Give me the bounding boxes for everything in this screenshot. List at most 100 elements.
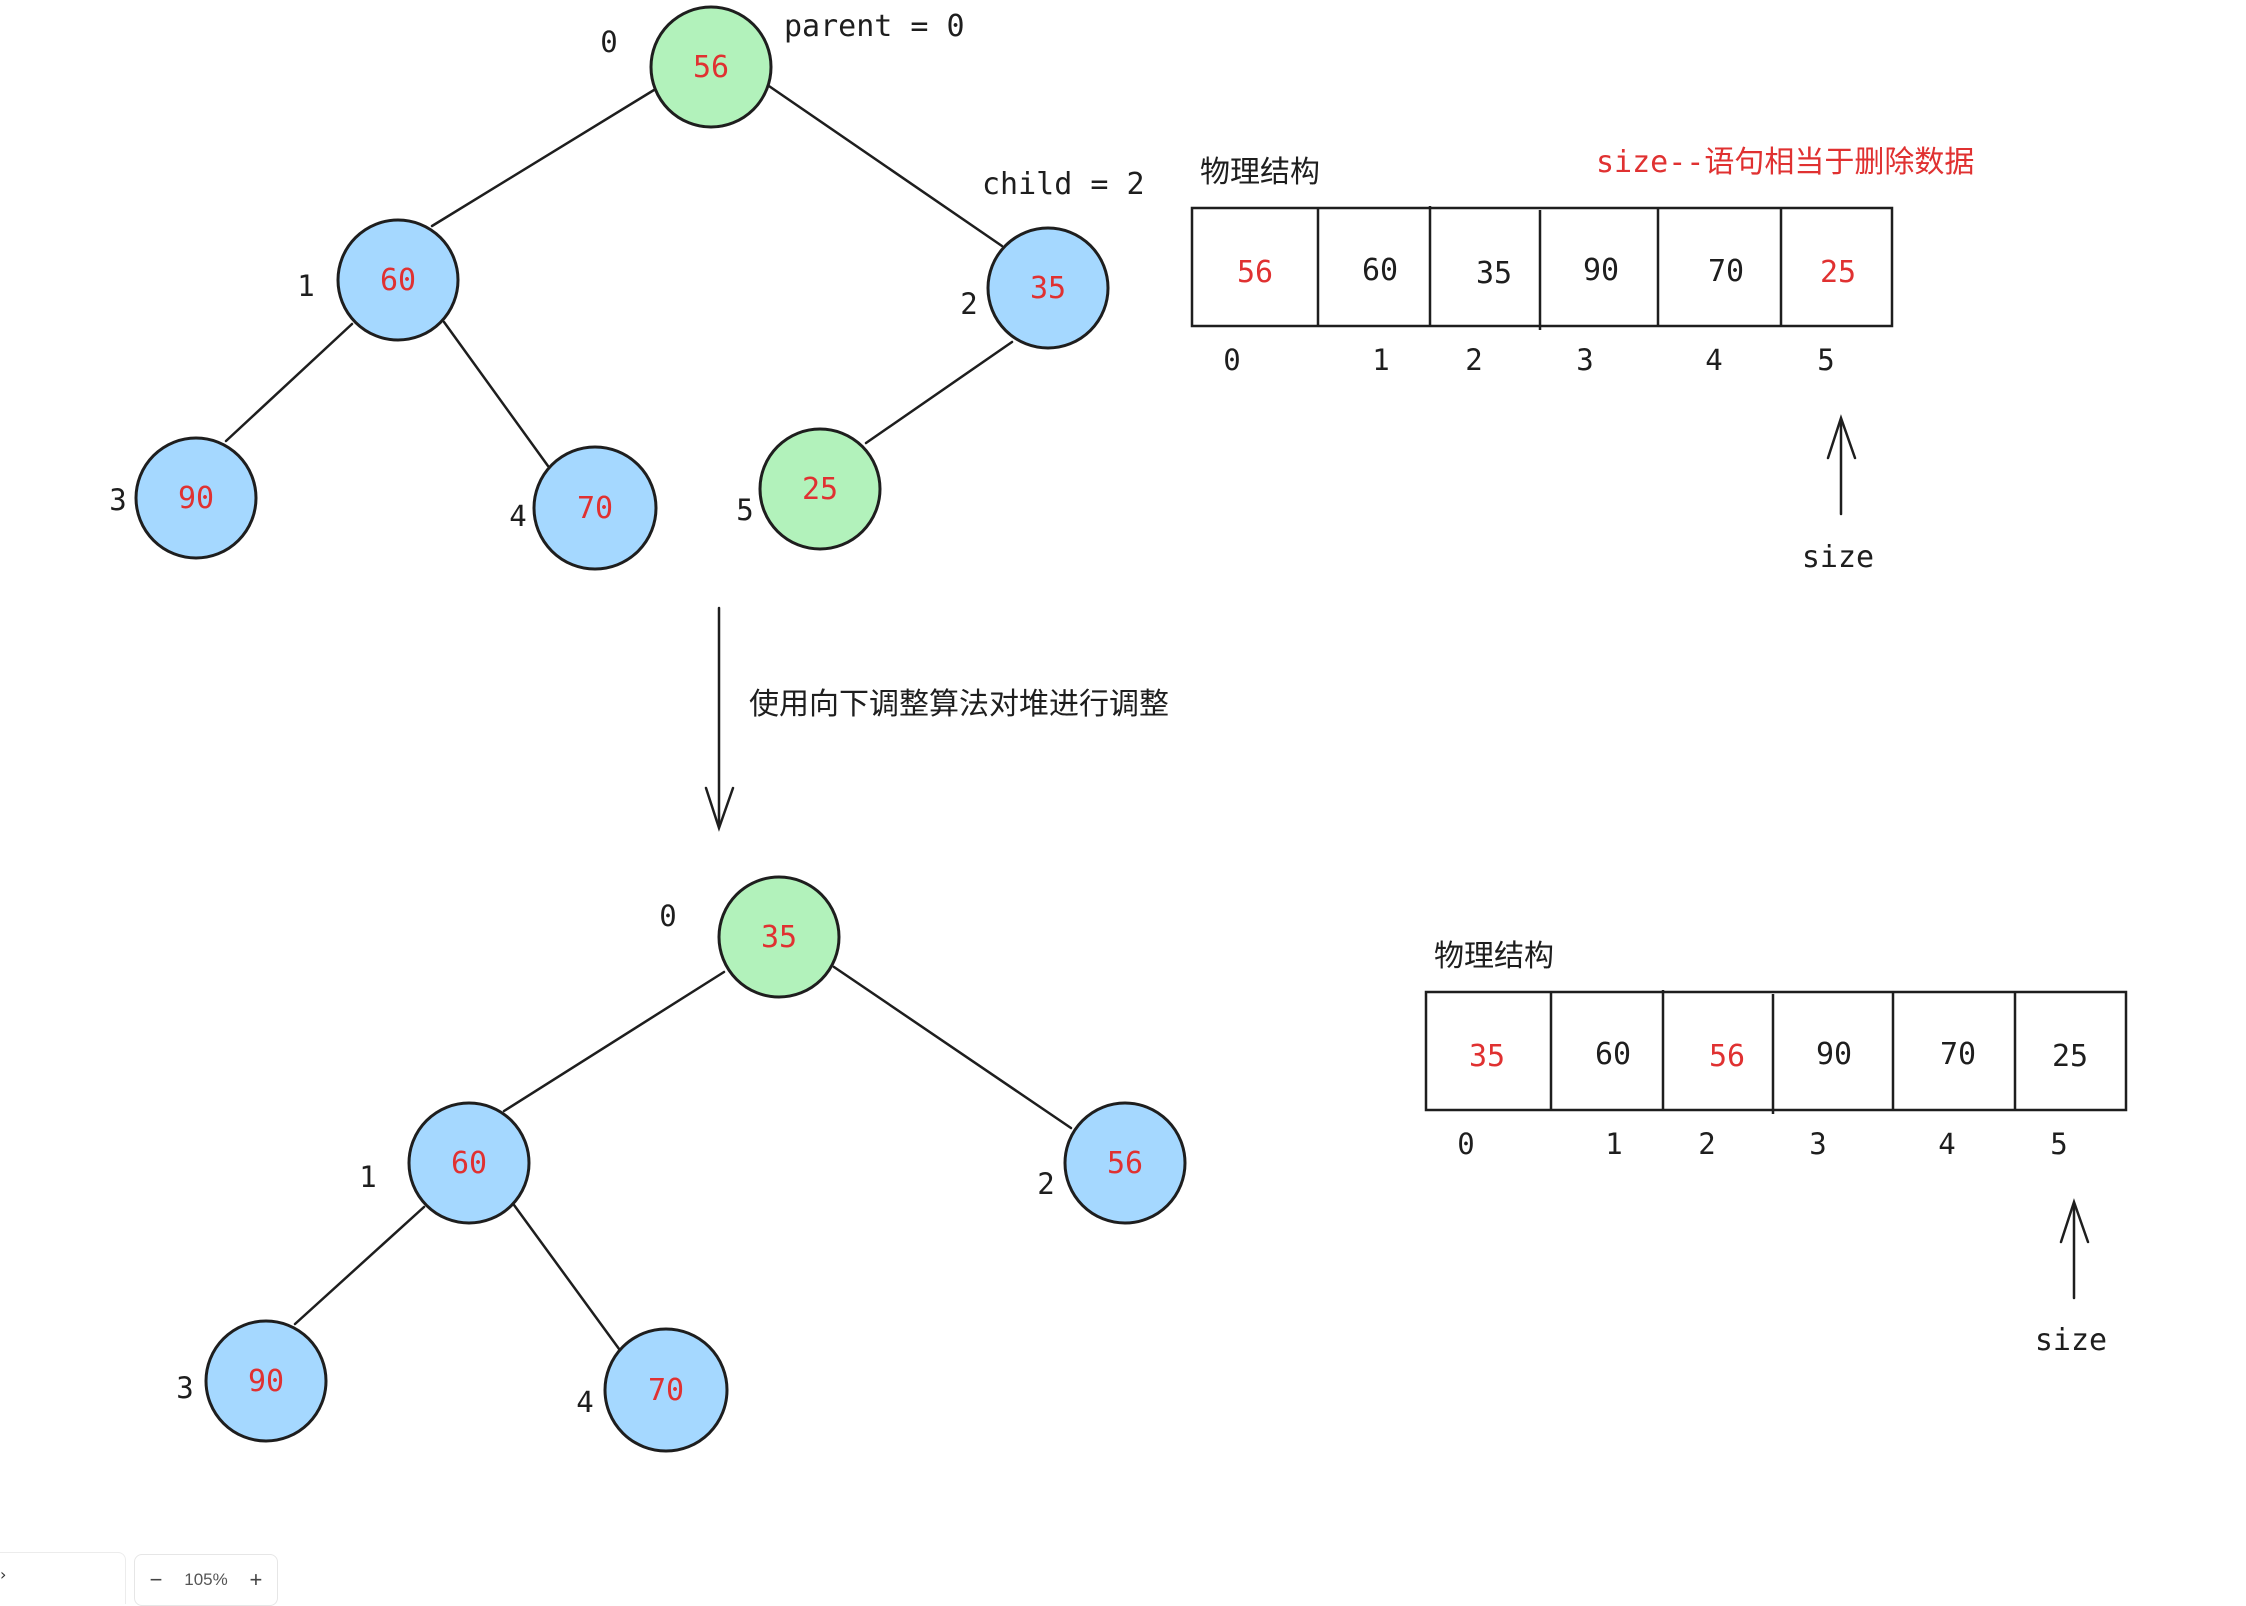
- array-index: 2: [1465, 343, 1482, 377]
- zoom-out-button[interactable]: −: [149, 1567, 163, 1592]
- node-index: 2: [960, 287, 977, 321]
- top-tree-node-0: 56 0: [600, 5, 773, 129]
- size-pointer-label-top: size: [1802, 540, 1874, 575]
- array-index: 1: [1372, 343, 1389, 377]
- edge-0-1: [430, 88, 656, 228]
- size-pointer-bottom: [2059, 1198, 2090, 1300]
- bottom-array: [1424, 990, 2128, 1114]
- array-cell-value: 35: [1469, 1039, 1505, 1074]
- array-index: 3: [1576, 343, 1593, 377]
- menu-chevron-icon: ›: [0, 1565, 7, 1584]
- array-cell-value: 60: [1362, 253, 1398, 288]
- size-note: size--语句相当于删除数据: [1596, 145, 1974, 180]
- top-tree-node-2: 35 2: [960, 226, 1110, 350]
- size-note-suffix: 语句相当于删除数据: [1704, 145, 1974, 180]
- array-cell-value: 90: [1583, 253, 1619, 288]
- node-value: 35: [761, 920, 797, 955]
- node-index: 2: [1037, 1167, 1054, 1201]
- tree-node-circle: [204, 1319, 328, 1443]
- edge-0-2: [832, 965, 1073, 1130]
- node-value: 60: [380, 263, 416, 298]
- top-tree-node-1: 60 1: [297, 218, 460, 342]
- tree-node-circle: [336, 218, 460, 342]
- bottom-tree-node-2: 56 2: [1037, 1101, 1187, 1225]
- arrow-head: [1826, 414, 1857, 460]
- bottom-tree-node-0: 35 0: [659, 875, 841, 999]
- array-index: 2: [1698, 1127, 1715, 1161]
- node-value: 90: [178, 481, 214, 516]
- node-index: 4: [509, 499, 526, 533]
- size-pointer-top: [1826, 414, 1857, 516]
- node-index: 5: [736, 493, 753, 527]
- node-index: 3: [109, 483, 126, 517]
- main-menu-stub[interactable]: ›: [0, 1552, 126, 1604]
- array-cell-value: 60: [1595, 1037, 1631, 1072]
- size-pointer-label-bottom: size: [2035, 1323, 2107, 1358]
- bottom-tree-node-1: 60 1: [359, 1101, 531, 1225]
- top-tree-node-4: 70 4: [509, 445, 658, 571]
- edge-0-2: [764, 82, 1004, 248]
- tree-node-circle: [407, 1101, 531, 1225]
- array-cell-value: 90: [1816, 1037, 1852, 1072]
- array-cell-value: 70: [1708, 254, 1744, 289]
- bottom-array-values: 35 60 56 90 70 25: [1469, 1037, 2088, 1074]
- node-index: 1: [359, 1160, 376, 1194]
- array-index: 5: [2050, 1127, 2067, 1161]
- bottom-tree-edges: [293, 965, 1073, 1355]
- array-cell-value: 56: [1237, 255, 1273, 290]
- node-value: 70: [648, 1373, 684, 1408]
- edge-1-3: [224, 322, 354, 443]
- top-array-values: 56 60 35 90 70 25: [1237, 253, 1856, 291]
- tree-node-circle: [758, 427, 882, 551]
- top-tree-node-3: 90 3: [109, 436, 258, 560]
- tree-node-circle: [649, 5, 773, 129]
- node-index: 3: [176, 1371, 193, 1405]
- child-label: child = 2: [982, 167, 1145, 202]
- array-cell-value: 35: [1476, 256, 1512, 291]
- bottom-array-indices: 0 1 2 3 4 5: [1457, 1127, 2067, 1161]
- edge-1-4: [442, 320, 550, 468]
- top-tree-node-5: 25 5: [736, 427, 882, 551]
- node-value: 35: [1030, 271, 1066, 306]
- edge-1-4: [512, 1203, 624, 1355]
- tree-node-circle: [532, 445, 658, 571]
- array-cell-value: 25: [2052, 1039, 2088, 1074]
- array-index: 3: [1809, 1127, 1826, 1161]
- node-value: 25: [802, 472, 838, 507]
- zoom-in-button[interactable]: +: [249, 1567, 263, 1592]
- array-index: 4: [1938, 1127, 1955, 1161]
- array-index: 4: [1705, 343, 1722, 377]
- arrow-head: [704, 786, 735, 832]
- physical-structure-label-bottom: 物理结构: [1434, 939, 1554, 974]
- parent-label: parent = 0: [784, 9, 965, 44]
- arrow-head: [2059, 1198, 2090, 1244]
- node-value: 70: [577, 491, 613, 526]
- node-value: 60: [451, 1146, 487, 1181]
- node-value: 90: [248, 1364, 284, 1399]
- node-index: 4: [576, 1385, 593, 1419]
- step-note: 使用向下调整算法对堆进行调整: [749, 687, 1169, 722]
- node-value: 56: [1107, 1146, 1143, 1181]
- zoom-level[interactable]: 105%: [184, 1570, 228, 1589]
- array-index: 5: [1817, 343, 1834, 377]
- zoom-control: − 105% +: [134, 1554, 278, 1606]
- tree-node-circle: [986, 226, 1110, 350]
- top-array-indices: 0 1 2 3 4 5: [1223, 343, 1834, 377]
- tree-node-circle: [717, 875, 841, 999]
- node-value: 56: [693, 50, 729, 85]
- array-index: 0: [1457, 1127, 1474, 1161]
- array-cell-value: 56: [1709, 1039, 1745, 1074]
- tree-node-circle: [134, 436, 258, 560]
- top-array: [1190, 206, 1894, 330]
- down-transition-arrow: [704, 606, 735, 832]
- size-note-prefix: size--: [1596, 145, 1704, 180]
- tree-node-circle: [1063, 1101, 1187, 1225]
- array-index: 1: [1605, 1127, 1622, 1161]
- array-cell-value: 70: [1940, 1037, 1976, 1072]
- array-border: [1190, 206, 1894, 328]
- node-index: 0: [600, 25, 617, 59]
- array-index: 0: [1223, 343, 1240, 377]
- edge-1-3: [293, 1205, 426, 1326]
- top-tree-edges: [224, 82, 1014, 468]
